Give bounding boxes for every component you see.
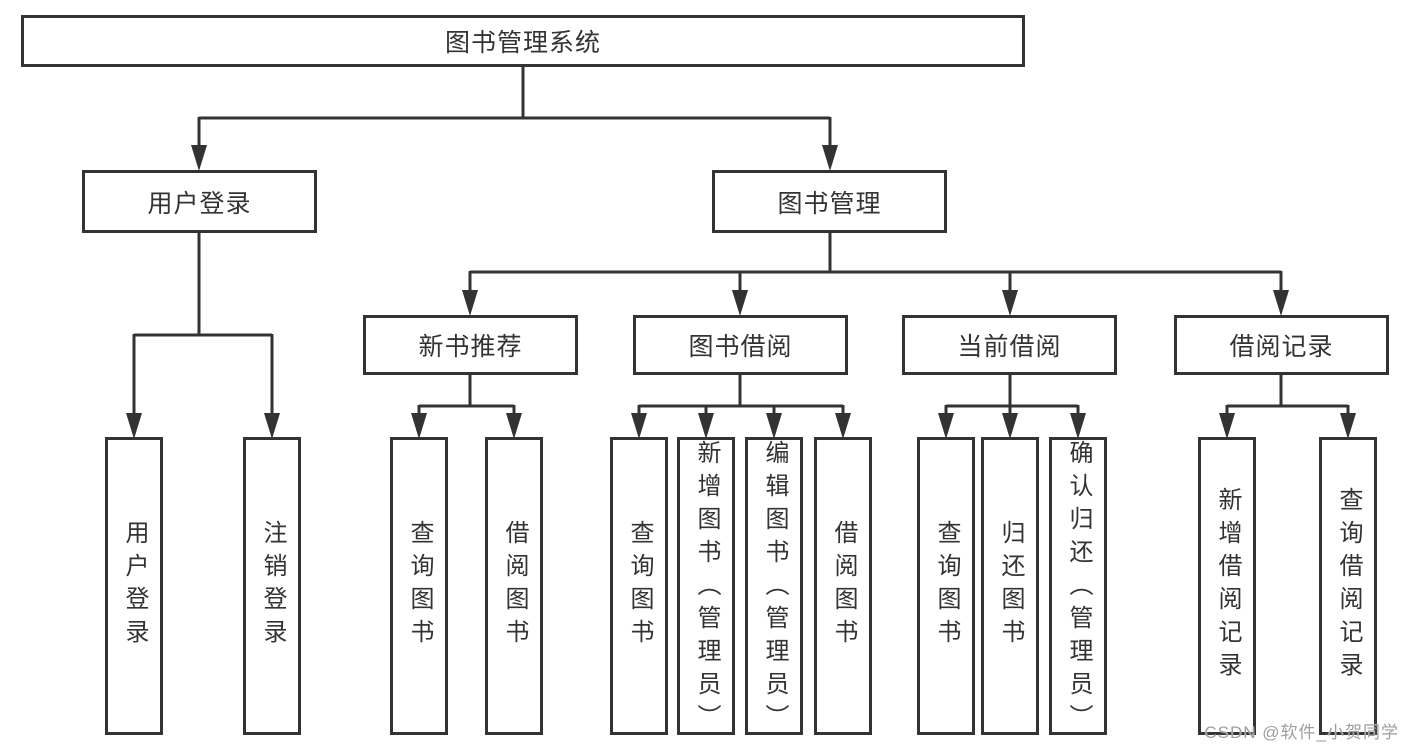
leaf-edit-books-admin: 编辑图书（管理员）	[745, 437, 803, 737]
node-current-borrow: 当前借阅	[902, 315, 1117, 375]
node-book-borrow: 图书借阅	[633, 315, 848, 375]
leaf-logout: 注销登录	[243, 437, 301, 735]
connector-current-borrow	[944, 375, 1080, 416]
csdn-watermark: CSDN @软件_小贺同学	[1204, 723, 1399, 742]
leaf-borrow-books-recommend: 借阅图书	[485, 437, 543, 735]
connector-new-book-recommend	[417, 375, 516, 416]
leaf-confirm-return-admin: 确认归还（管理员）	[1049, 437, 1107, 737]
connector-book-management	[468, 233, 1283, 292]
leaf-borrow-books: 借阅图书	[814, 437, 872, 735]
leaf-user-login: 用户登录	[105, 437, 163, 735]
connector-borrow-records	[1225, 375, 1350, 416]
leaf-query-books-recommend: 查询图书	[390, 437, 448, 735]
leaf-query-books-borrow: 查询图书	[610, 437, 668, 735]
node-new-book-recommend: 新书推荐	[363, 315, 578, 375]
leaf-return-books: 归还图书	[981, 437, 1039, 735]
leaf-add-borrow-record: 新增借阅记录	[1198, 437, 1256, 735]
node-root-system: 图书管理系统	[21, 15, 1025, 67]
connector-book-borrow	[637, 375, 845, 416]
connector-root	[197, 67, 832, 147]
leaf-query-books-current: 查询图书	[917, 437, 975, 735]
node-user-login: 用户登录	[82, 170, 317, 233]
node-borrow-records: 借阅记录	[1174, 315, 1389, 375]
leaf-query-borrow-record: 查询借阅记录	[1319, 437, 1377, 735]
node-book-management: 图书管理	[712, 170, 947, 233]
connector-user-login	[132, 233, 274, 415]
leaf-add-books-admin: 新增图书（管理员）	[677, 437, 735, 737]
